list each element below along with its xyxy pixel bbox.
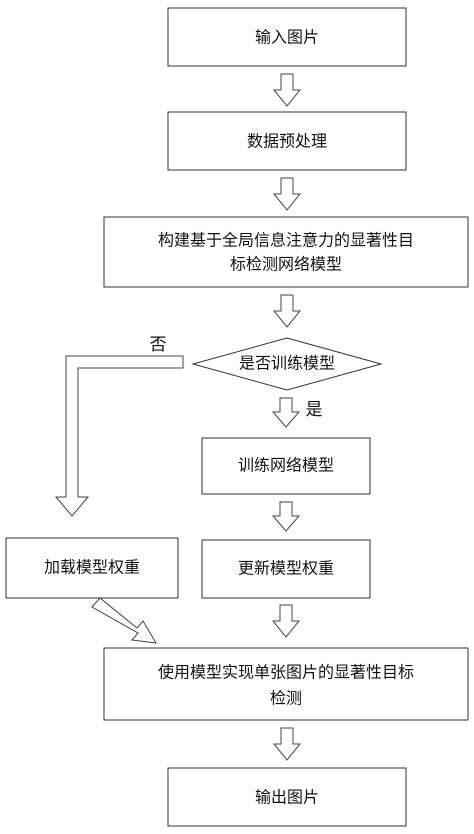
step-load-weights-label: 加载模型权重 <box>44 558 140 577</box>
step-input-image: 输入图片 <box>167 7 407 67</box>
step-input-image-label: 输入图片 <box>255 28 319 47</box>
decision-train-model-label: 是否训练模型 <box>239 354 335 373</box>
step-train-network: 训练网络模型 <box>201 437 371 495</box>
step-detect-label-line2: 检测 <box>270 689 302 708</box>
arrow-load-to-detect <box>91 597 157 644</box>
arrow-input-to-preprocess <box>272 73 302 107</box>
arrow-preprocess-to-build <box>272 177 302 211</box>
arrow-update-to-detect <box>271 604 301 638</box>
step-build-model: 构建基于全局信息注意力的显著性目 标检测网络模型 <box>103 216 469 288</box>
step-build-model-label-line1: 构建基于全局信息注意力的显著性目 <box>158 231 414 250</box>
step-preprocess-label: 数据预处理 <box>247 132 327 151</box>
branch-yes-label: 是 <box>306 400 323 420</box>
arrow-detect-to-output <box>272 727 302 761</box>
step-output-image-label: 输出图片 <box>255 788 319 807</box>
arrow-yes-branch <box>271 397 301 428</box>
step-load-weights: 加载模型权重 <box>5 537 179 599</box>
step-detect: 使用模型实现单张图片的显著性目标 检测 <box>103 647 469 721</box>
arrow-build-to-decision <box>272 294 302 328</box>
step-preprocess: 数据预处理 <box>167 111 407 171</box>
step-output-image: 输出图片 <box>167 767 407 827</box>
step-update-weights-label: 更新模型权重 <box>238 559 334 578</box>
step-detect-label-line1: 使用模型实现单张图片的显著性目标 <box>158 663 414 682</box>
step-update-weights: 更新模型权重 <box>201 539 371 599</box>
decision-train-model: 是否训练模型 <box>191 337 383 391</box>
arrow-train-to-update <box>271 501 301 532</box>
branch-no-label: 否 <box>150 335 167 355</box>
step-build-model-label-line2: 标检测网络模型 <box>230 255 342 274</box>
arrow-no-branch <box>54 355 184 517</box>
step-train-network-label: 训练网络模型 <box>238 456 334 475</box>
